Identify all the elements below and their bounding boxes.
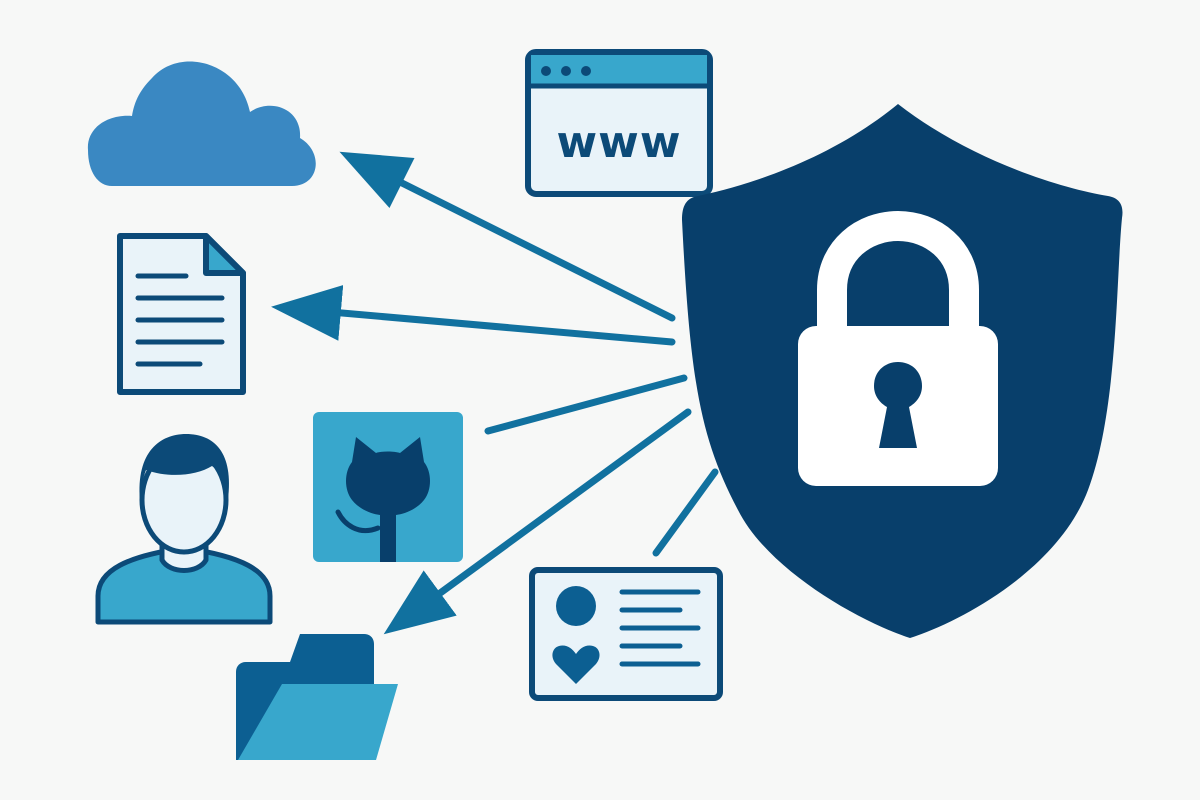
- line-to-github: [484, 374, 688, 435]
- card-avatar-circle: [556, 586, 596, 626]
- window-dot: [581, 66, 591, 76]
- arrow-to-cloud: [339, 151, 676, 322]
- cloud-icon: [87, 61, 316, 186]
- shield-icon: [682, 104, 1123, 638]
- arrow-to-document: [271, 285, 676, 346]
- document-icon: [117, 233, 246, 395]
- id-card-icon: [529, 567, 723, 701]
- folder-icon: [236, 634, 398, 760]
- connector-lines: [271, 151, 719, 635]
- line-to-profile-card: [652, 468, 719, 557]
- browser-window-icon: www: [525, 49, 713, 197]
- user-icon: [95, 434, 273, 625]
- padlock-icon: [798, 210, 998, 486]
- window-dot: [561, 66, 571, 76]
- heart-icon: [552, 645, 600, 684]
- github-icon: [313, 412, 463, 562]
- window-dot: [541, 66, 551, 76]
- keyhole: [874, 362, 922, 448]
- arrow-to-folder: [383, 408, 692, 635]
- browser-www-label: www: [557, 117, 682, 168]
